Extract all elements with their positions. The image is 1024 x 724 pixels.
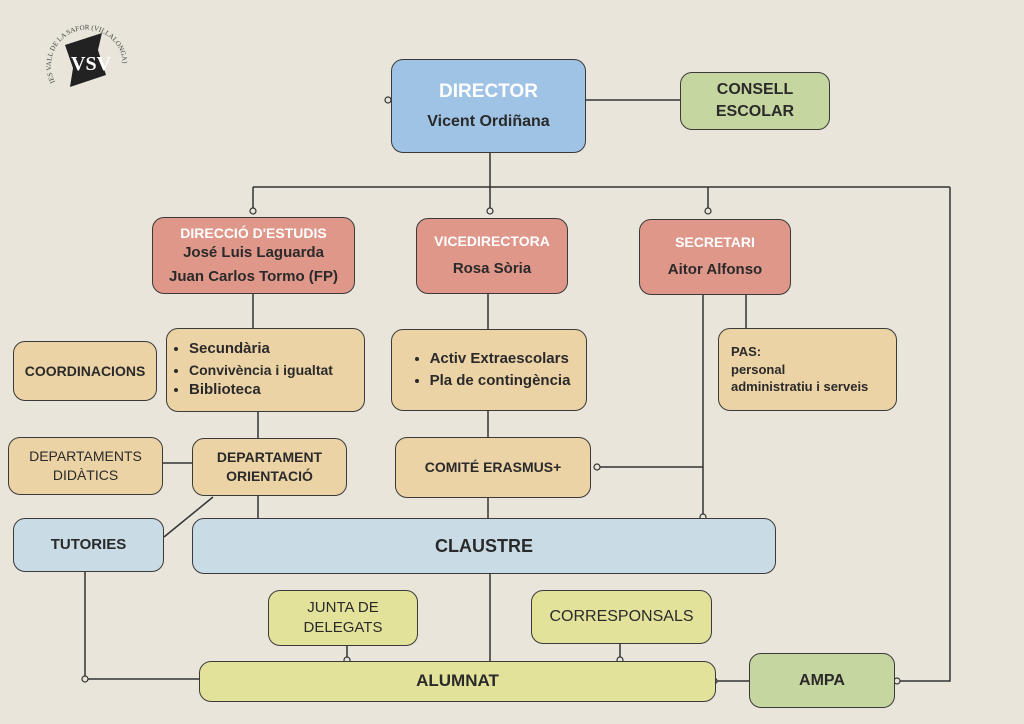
list-item: Convivència i igualtat	[189, 361, 333, 380]
direccio-name2: Juan Carlos Tormo (FP)	[169, 267, 338, 285]
pas-line3: administratiu i serveis	[731, 379, 869, 395]
alumnat-box: ALUMNAT	[199, 661, 716, 702]
ampa-box: AMPA	[749, 653, 895, 708]
direccio-estudis-box: DIRECCIÓ D'ESTUDIS José Luis Laguarda Ju…	[152, 217, 355, 294]
departaments-line2: DIDÀTICS	[52, 467, 119, 483]
ampa-label: AMPA	[799, 671, 845, 689]
director-box: DIRECTOR Vicent Ordiñana	[391, 59, 586, 153]
corresponsals-box: CORRESPONSALS	[531, 590, 712, 644]
orientacio-line1: DEPARTAMENT	[216, 449, 323, 466]
consell-line2: ESCOLAR	[715, 103, 795, 120]
vice-list-box: Activ ExtraescolarsPla de contingència	[391, 329, 587, 411]
departaments-line1: DEPARTAMENTS	[29, 448, 142, 465]
list-item: Activ Extraescolars	[430, 349, 571, 369]
secretari-name: Aitor Alfonso	[667, 261, 763, 279]
consell-escolar-box: CONSELL ESCOLAR	[680, 72, 830, 130]
secretari-title: SECRETARI	[675, 234, 755, 251]
claustre-label: CLAUSTRE	[435, 535, 533, 556]
consell-line1: CONSELL	[716, 81, 794, 99]
tutories-label: TUTORIES	[50, 535, 127, 553]
list-item: Secundària	[189, 339, 333, 359]
pas-line1: PAS:	[731, 344, 762, 360]
direccio-title: DIRECCIÓ D'ESTUDIS	[180, 224, 327, 241]
school-logo: VSV IES VALL DE LA SAFOR (VILLALONGA)	[40, 20, 140, 110]
comite-erasmus-box: COMITÉ ERASMUS+	[395, 437, 591, 498]
orientacio-line2: ORIENTACIÓ	[226, 468, 313, 484]
pas-box: PAS:personal administratiu i serveis	[718, 328, 897, 411]
junta-delegats-box: JUNTA DE DELEGATS	[268, 590, 418, 646]
coordinacions-box: COORDINACIONS	[13, 341, 157, 401]
departaments-didactics-box: DEPARTAMENTS DIDÀTICS	[8, 437, 163, 495]
vicedirectora-name: Rosa Sòria	[452, 260, 532, 278]
claustre-box: CLAUSTRE	[192, 518, 776, 574]
pas-line2: personal	[731, 361, 786, 377]
vicedirectora-box: VICEDIRECTORA Rosa Sòria	[416, 218, 568, 294]
coordinacions-list-box: SecundàriaConvivència i igualtatBibliote…	[166, 328, 365, 412]
coordinacions-label: COORDINACIONS	[24, 362, 146, 379]
alumnat-label: ALUMNAT	[416, 671, 499, 691]
corresponsals-label: CORRESPONSALS	[549, 608, 694, 626]
erasmus-label: COMITÉ ERASMUS+	[424, 459, 562, 476]
director-name: Vicent Ordiñana	[427, 113, 550, 131]
list-item: Pla de contingència	[430, 371, 571, 391]
direccio-name1: José Luis Laguarda	[183, 243, 324, 261]
svg-text:VSV: VSV	[71, 53, 112, 75]
secretari-box: SECRETARI Aitor Alfonso	[639, 219, 791, 295]
director-title: DIRECTOR	[439, 81, 538, 103]
vicedirectora-title: VICEDIRECTORA	[434, 233, 550, 250]
tutories-box: TUTORIES	[13, 518, 164, 572]
junta-line2: DELEGATS	[303, 619, 383, 636]
departament-orientacio-box: DEPARTAMENT ORIENTACIÓ	[192, 438, 347, 496]
junta-line1: JUNTA DE	[307, 598, 379, 616]
list-item: Biblioteca	[189, 380, 333, 400]
